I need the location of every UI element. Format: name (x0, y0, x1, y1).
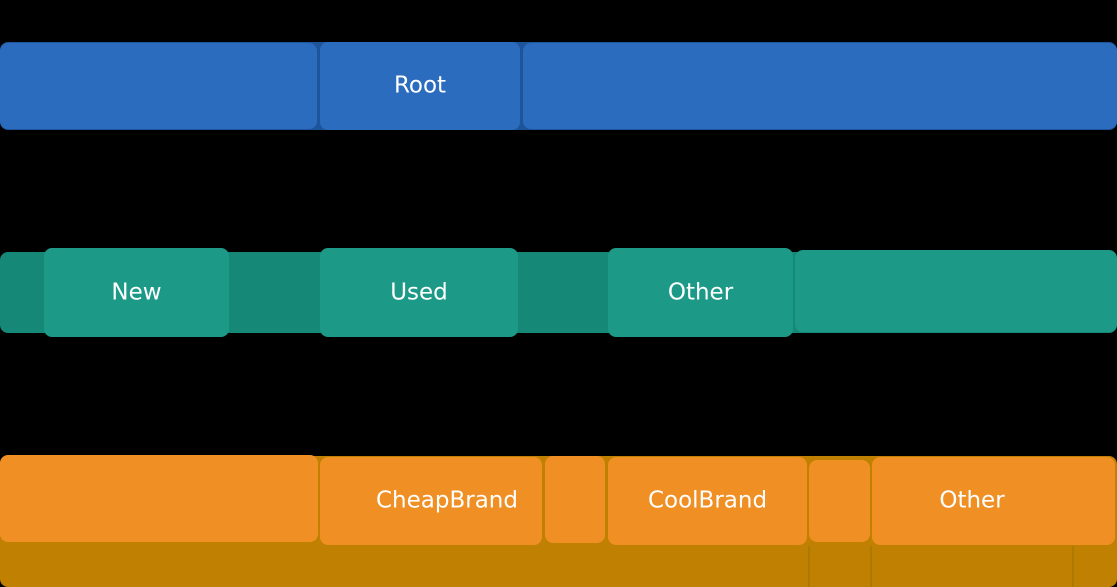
node-cheapbrand-brand-level: CheapBrand (320, 457, 542, 545)
node-coolbrand-brand-level: CoolBrand (608, 457, 807, 545)
node-label: CheapBrand (376, 487, 518, 514)
node-unlabeled-brand-level-4 (809, 460, 870, 542)
base-strip-seam (870, 546, 872, 587)
base-strip-seam (808, 546, 810, 587)
node-root-root-level: Root (320, 42, 520, 130)
node-unlabeled-condition-level-3 (795, 250, 1117, 332)
node-label: CoolBrand (647, 487, 768, 514)
node-other-brand-level: Other (872, 457, 1115, 545)
node-label: Root (393, 72, 447, 99)
node-used-condition-level: Used (320, 248, 518, 337)
node-label: Other (939, 487, 1005, 514)
node-new-condition-level: New (44, 248, 229, 337)
node-label: New (111, 279, 162, 305)
node-unlabeled-brand-level-0 (0, 455, 318, 542)
base-strip-seam (1072, 546, 1074, 587)
node-unlabeled-root-level-0 (0, 43, 317, 129)
node-other-condition-level: Other (608, 248, 793, 337)
node-unlabeled-brand-level-2 (545, 456, 605, 543)
node-label: Used (390, 279, 448, 305)
node-label: Other (667, 279, 734, 305)
node-unlabeled-root-level-2 (523, 43, 1117, 129)
